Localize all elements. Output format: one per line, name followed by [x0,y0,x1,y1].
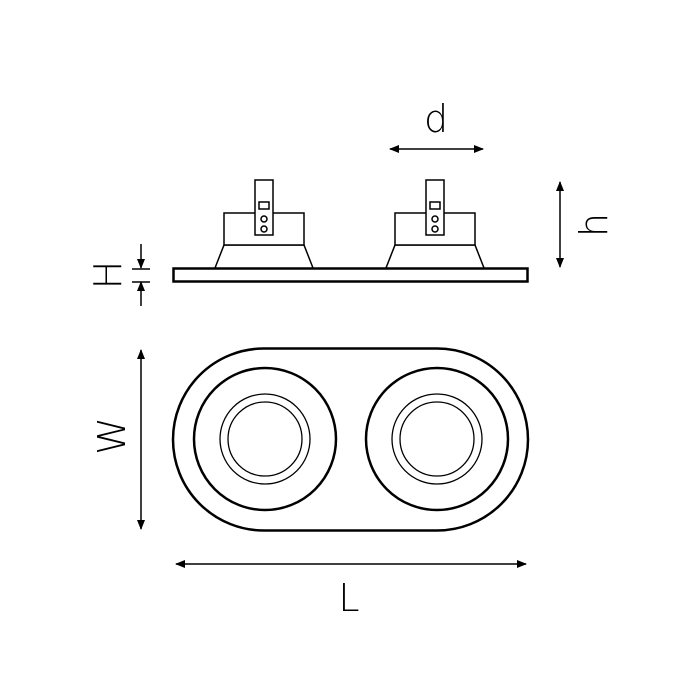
dimension-d: d [389,97,484,153]
top-view [171,347,530,532]
side-view [172,179,529,283]
left-lamp-top [192,366,338,512]
left-lamp-side [213,179,315,269]
label-L: L [338,576,359,620]
dimension-h: h [556,181,616,268]
dimension-L: L [175,560,527,620]
label-h: h [572,213,616,237]
base-plate-side [172,267,529,283]
oval-plate-top [171,347,530,532]
right-lamp-side [384,179,486,269]
label-W: W [90,417,134,455]
dimension-H: H [86,244,150,306]
label-d: d [424,97,448,141]
dimension-W: W [90,349,145,530]
label-H: H [86,261,130,290]
right-lamp-top [364,366,510,512]
